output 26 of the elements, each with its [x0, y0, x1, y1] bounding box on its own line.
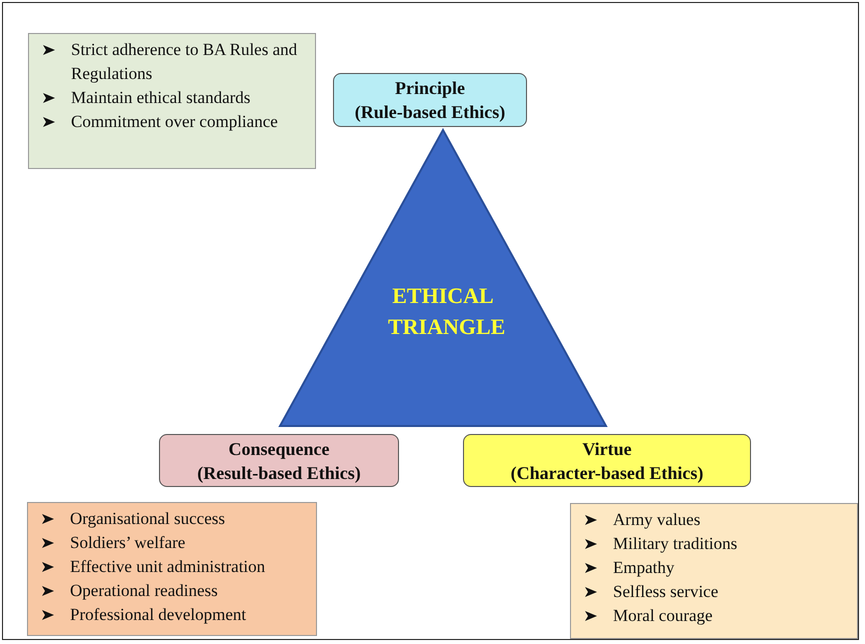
list-item: Organisational success	[70, 508, 226, 530]
triangle-title: ETHICAL TRIANGLE	[387, 282, 506, 341]
list-item: Maintain ethical standards	[71, 87, 252, 109]
list-item: Army values	[613, 509, 702, 531]
list-item: Operational readiness	[70, 580, 219, 602]
list-item: Selfless service	[613, 581, 720, 603]
box-subheading: (Result-based Ethics)	[196, 462, 362, 485]
bullet-list-box	[570, 503, 858, 639]
label-box	[159, 434, 399, 487]
list-item: Effective unit administration	[70, 556, 266, 578]
list-item: Empathy	[613, 557, 676, 579]
box-heading: Consequence	[227, 438, 330, 461]
bullet-list-box	[27, 502, 317, 636]
list-item: Soldiers’ welfare	[70, 532, 186, 554]
label-box	[463, 434, 751, 487]
box-heading: Principle	[394, 77, 466, 100]
label-box	[333, 73, 527, 127]
list-item: Commitment over compliance	[71, 111, 279, 133]
box-subheading: (Character-based Ethics)	[510, 462, 704, 485]
list-item: Strict adherence to BA Rules and Regulations	[71, 39, 298, 85]
list-item: Moral courage	[613, 605, 714, 627]
box-subheading: (Rule-based Ethics)	[354, 101, 506, 124]
box-heading: Virtue	[581, 438, 633, 461]
list-item: Military traditions	[613, 533, 738, 555]
list-item: Professional development	[70, 604, 248, 626]
bullet-list-box	[28, 33, 316, 169]
